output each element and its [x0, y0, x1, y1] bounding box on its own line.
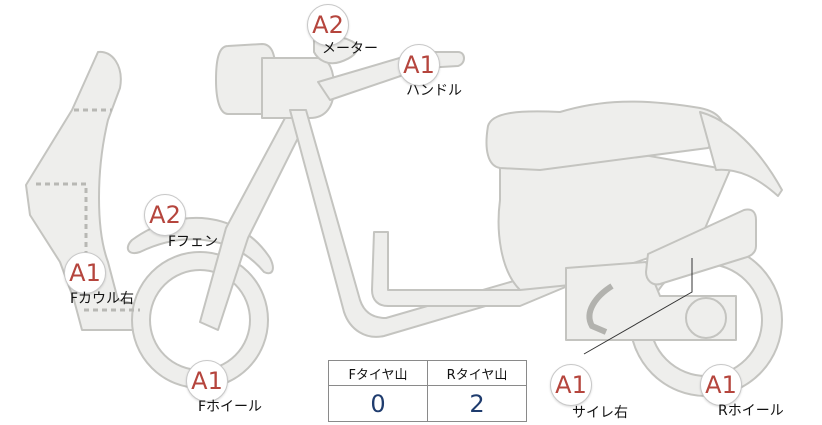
- handle-grade: A1: [403, 51, 435, 79]
- front-fender-grade-marker[interactable]: A2: [144, 194, 188, 238]
- handle-label: ハンドル: [406, 83, 462, 99]
- side-cover-label: サイレ右: [572, 405, 628, 421]
- tail-shape: [699, 111, 783, 197]
- front-wheel-grade: A1: [191, 367, 223, 395]
- seat-shape: [485, 100, 725, 171]
- meter-grade-marker[interactable]: A2: [307, 4, 351, 48]
- front-cowl-grade: A1: [69, 259, 101, 287]
- front-tread-value: 0: [328, 385, 428, 422]
- side-cover-grade-marker[interactable]: A1: [550, 364, 594, 408]
- front-cowl-label: Fカウル右: [70, 291, 135, 307]
- handle-grade-marker[interactable]: A1: [398, 44, 442, 88]
- front-wheel-label: Fホイール: [198, 399, 263, 415]
- rear-tread-value: 2: [427, 385, 527, 422]
- meter-label: メーター: [322, 41, 378, 57]
- front-tread-header: Fタイヤ山: [328, 360, 428, 386]
- front-fender-grade: A2: [149, 201, 181, 229]
- rear-wheel-grade-marker[interactable]: A1: [700, 364, 744, 408]
- rear-wheel-grade: A1: [705, 371, 737, 399]
- rear-tread-header: Rタイヤ山: [427, 360, 527, 386]
- side-cover-grade: A1: [555, 371, 587, 399]
- meter-grade: A2: [312, 11, 344, 39]
- front-wheel-grade-marker[interactable]: A1: [186, 360, 230, 404]
- front-fender-label: Fフェン: [168, 234, 219, 250]
- front-cowl-grade-marker[interactable]: A1: [64, 252, 108, 296]
- front-cowl-shape: [25, 50, 151, 331]
- rear-wheel-label: Rホイール: [718, 403, 784, 419]
- muffler-shape: [645, 208, 757, 286]
- tire-tread-table: Fタイヤ山 Rタイヤ山 0 2: [328, 360, 527, 422]
